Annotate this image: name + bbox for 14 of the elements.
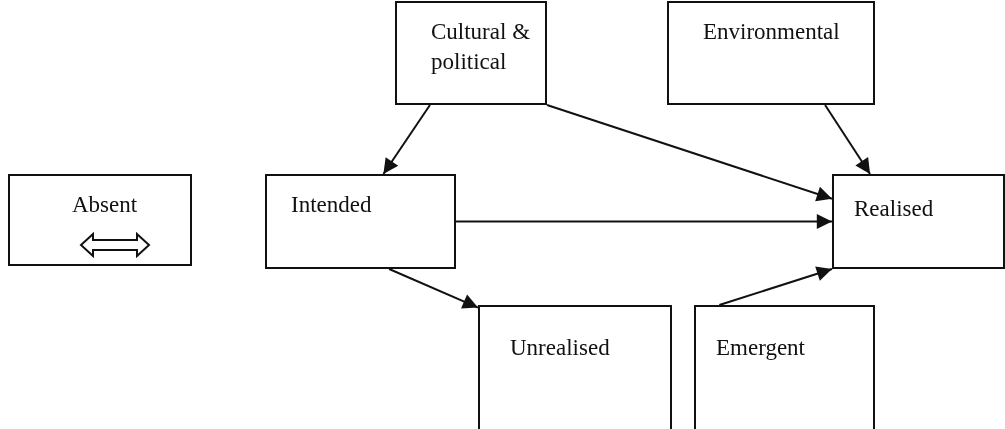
text-box: [265, 174, 456, 269]
text-box: [478, 305, 672, 429]
box-label: Emergent: [716, 334, 806, 362]
box-label: Absent: [72, 191, 139, 219]
box-label: Environmental: [703, 18, 841, 46]
text-box: [694, 305, 875, 429]
text-box: [832, 174, 1005, 269]
text-box: [667, 1, 875, 105]
box-label: Cultural & political: [431, 18, 532, 76]
text-box: [8, 174, 192, 266]
text-box: [395, 1, 547, 105]
box-label: Unrealised: [510, 334, 611, 362]
box-label: Realised: [854, 195, 935, 223]
box-label: Intended: [291, 191, 373, 219]
